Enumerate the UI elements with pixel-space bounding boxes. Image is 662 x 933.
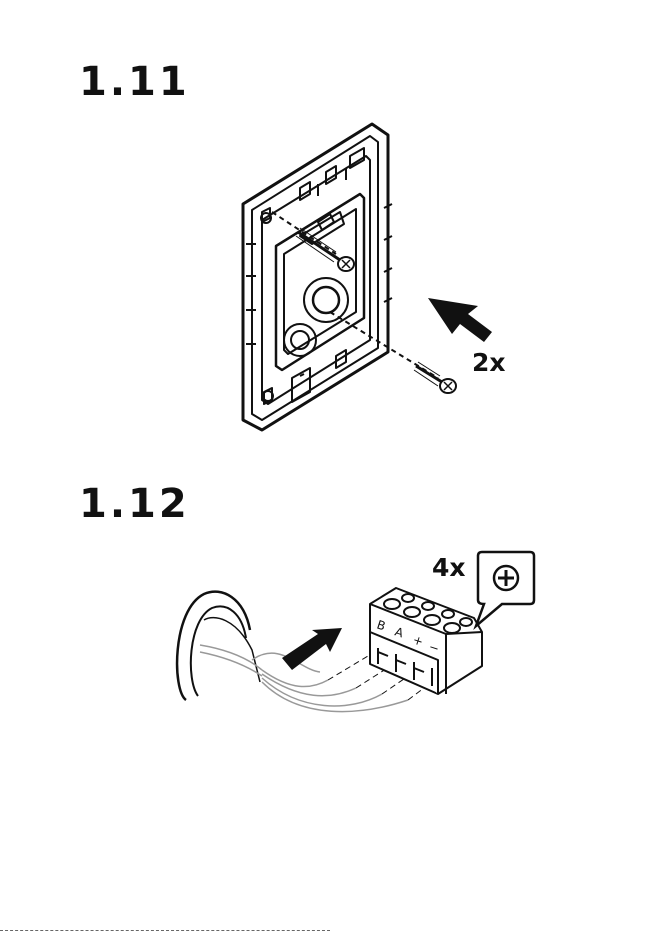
- arrow-icon: [428, 298, 492, 342]
- backplate-illustration: [243, 124, 392, 430]
- phillips-screwdriver-icon: [476, 552, 534, 626]
- arrow-icon: [282, 628, 342, 670]
- quantity-label-2x: 2x: [472, 348, 506, 377]
- footer-rule: [0, 930, 330, 931]
- wall-cable-opening: [177, 592, 260, 700]
- terminal-block: [370, 588, 482, 694]
- quantity-label-4x: 4x: [432, 553, 466, 582]
